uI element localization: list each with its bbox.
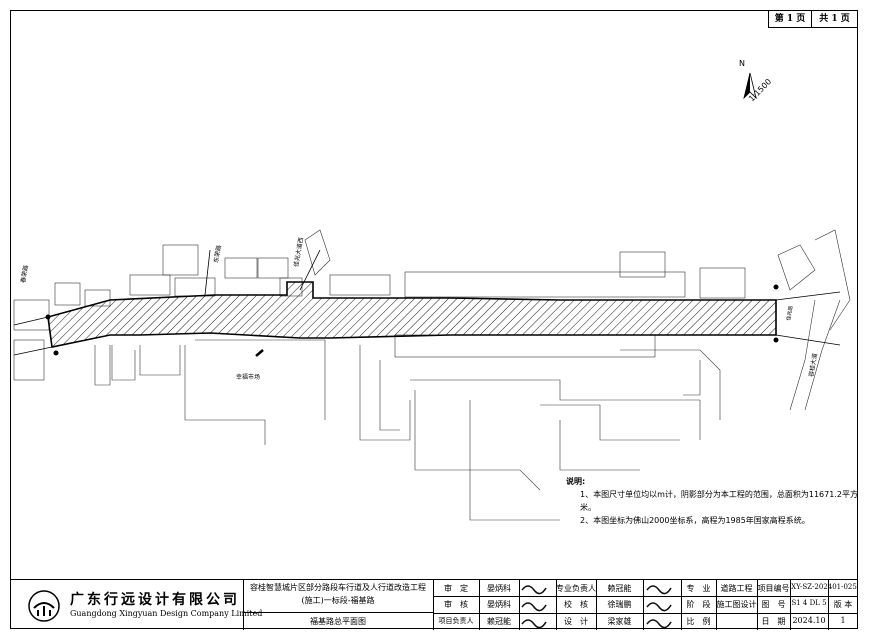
label-scale: 比 例: [686, 617, 711, 626]
lower-buildings: [94, 334, 721, 521]
value-project-no: XY-SZ-202401-025: [791, 583, 857, 591]
name-review: 晏炳科: [487, 600, 511, 609]
role-pm: 项目负责人: [438, 617, 474, 625]
notes-line-1: 1、本图尺寸单位均以m计，阴影部分为本工程的范围，总面积为11671.2平方米。: [580, 490, 858, 512]
notes-block: 说明: 1、本图尺寸单位均以m计，阴影部分为本工程的范围，总面积为11671.2…: [566, 475, 869, 527]
project-area: [47, 281, 777, 348]
label-stage: 阶 段: [686, 600, 711, 609]
page-total: 共 1 页: [811, 10, 858, 28]
company-name-en: Guangdong Xingyuan Design Company Limite…: [70, 609, 263, 618]
role-check: 校 核: [564, 600, 588, 609]
control-points: [45, 284, 779, 356]
title-block: 广东行远设计有限公司 Guangdong Xingyuan Design Com…: [10, 579, 858, 630]
signature-marks-2: [646, 585, 672, 629]
project-title-1: 容桂智慧城片区部分路段车行道及人行道改造工程: [250, 583, 426, 592]
drawing-name: 福基路总平面图: [310, 617, 366, 626]
name-design: 梁家雄: [607, 617, 632, 626]
drawing-frame: [10, 10, 858, 629]
value-discipline: 道路工程: [720, 584, 753, 593]
north-letter: N: [739, 59, 745, 68]
name-approve: 晏炳科: [487, 584, 511, 593]
name-pm: 赖冠能: [487, 617, 511, 626]
signature-marks: [521, 585, 547, 629]
label-project-no: 项目编号: [757, 584, 790, 593]
value-date: 2024.10: [792, 616, 826, 625]
role-lead: 专业负责人: [556, 584, 596, 593]
value-drawing-no: S1 4 DL 5: [791, 599, 827, 607]
company-name-cn: 广东行远设计有限公司: [70, 592, 240, 608]
survey-marker: [255, 349, 264, 357]
notes-line-2: 2、本图坐标为佛山2000坐标系，高程为1985年国家高程系统。: [580, 516, 810, 525]
notes-title: 说明:: [566, 477, 586, 486]
project-title-2: (施工)一标段-福基路: [301, 596, 375, 605]
value-version: 1: [840, 616, 846, 625]
label-drawing-no: 图 号: [761, 600, 786, 609]
role-review: 审 核: [444, 600, 468, 609]
label-date: 日 期: [761, 617, 786, 626]
role-approve: 审 定: [444, 584, 468, 593]
name-check: 徐瑞鹏: [607, 600, 632, 609]
name-lead: 赖冠能: [607, 584, 632, 593]
role-design: 设 计: [564, 617, 588, 626]
value-stage: 施工图设计: [716, 600, 757, 609]
market-label: 幸福市场: [236, 374, 261, 381]
north-arrow-icon: [743, 72, 757, 100]
company-logo-icon: [28, 590, 60, 622]
label-discipline: 专 业: [686, 584, 711, 593]
road-edges: [13, 249, 841, 356]
label-version: 版 本: [833, 600, 853, 609]
